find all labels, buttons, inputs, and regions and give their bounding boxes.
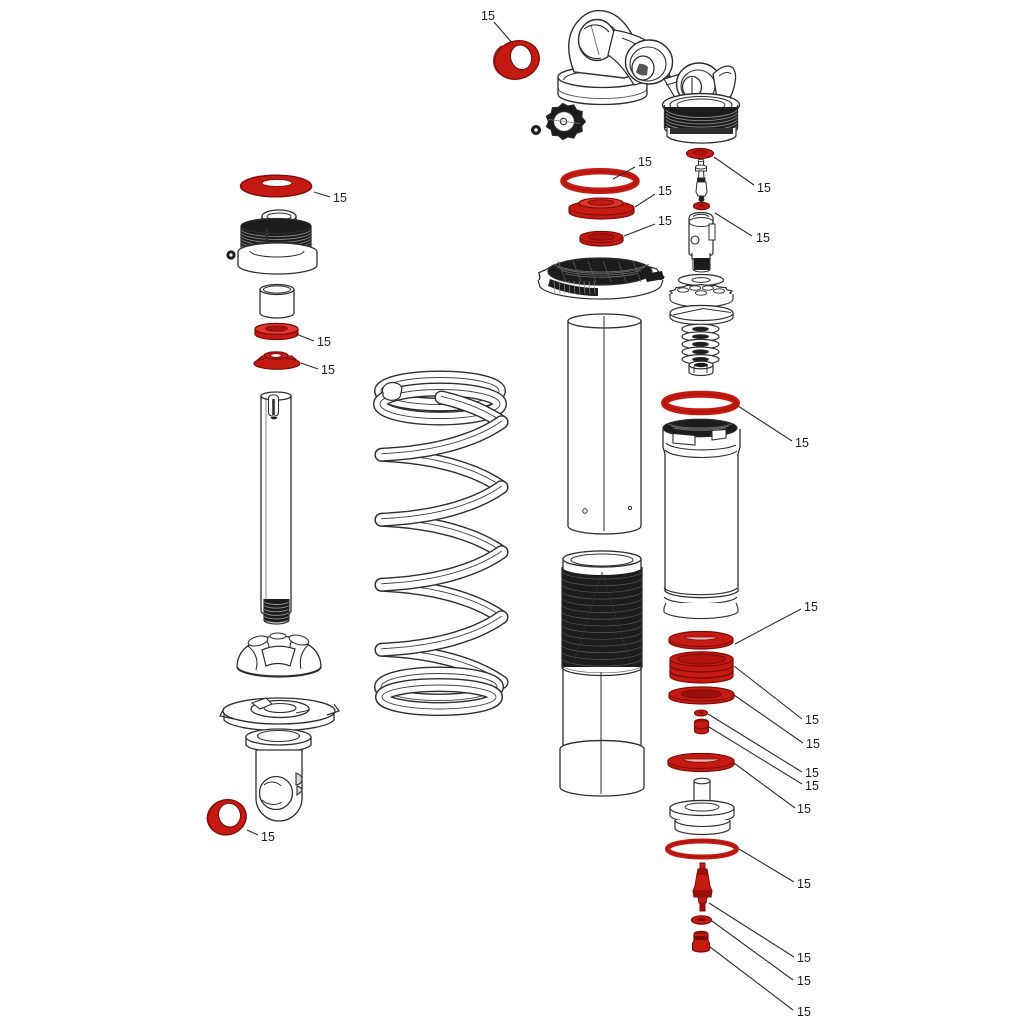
svg-text:15: 15 xyxy=(797,974,811,988)
svg-text:15: 15 xyxy=(658,184,672,198)
svg-text:15: 15 xyxy=(806,737,820,751)
svg-text:15: 15 xyxy=(481,9,495,23)
svg-text:15: 15 xyxy=(795,436,809,450)
svg-text:15: 15 xyxy=(797,877,811,891)
svg-text:15: 15 xyxy=(658,214,672,228)
svg-text:15: 15 xyxy=(638,155,652,169)
svg-text:15: 15 xyxy=(757,181,771,195)
svg-text:15: 15 xyxy=(797,1005,811,1019)
svg-text:15: 15 xyxy=(756,231,770,245)
svg-text:15: 15 xyxy=(797,802,811,816)
svg-text:15: 15 xyxy=(261,830,275,844)
svg-text:15: 15 xyxy=(333,191,347,205)
svg-text:15: 15 xyxy=(805,779,819,793)
svg-text:15: 15 xyxy=(805,766,819,780)
svg-text:15: 15 xyxy=(317,335,331,349)
svg-text:15: 15 xyxy=(804,600,818,614)
svg-text:15: 15 xyxy=(797,951,811,965)
svg-text:15: 15 xyxy=(321,363,335,377)
svg-text:15: 15 xyxy=(805,713,819,727)
